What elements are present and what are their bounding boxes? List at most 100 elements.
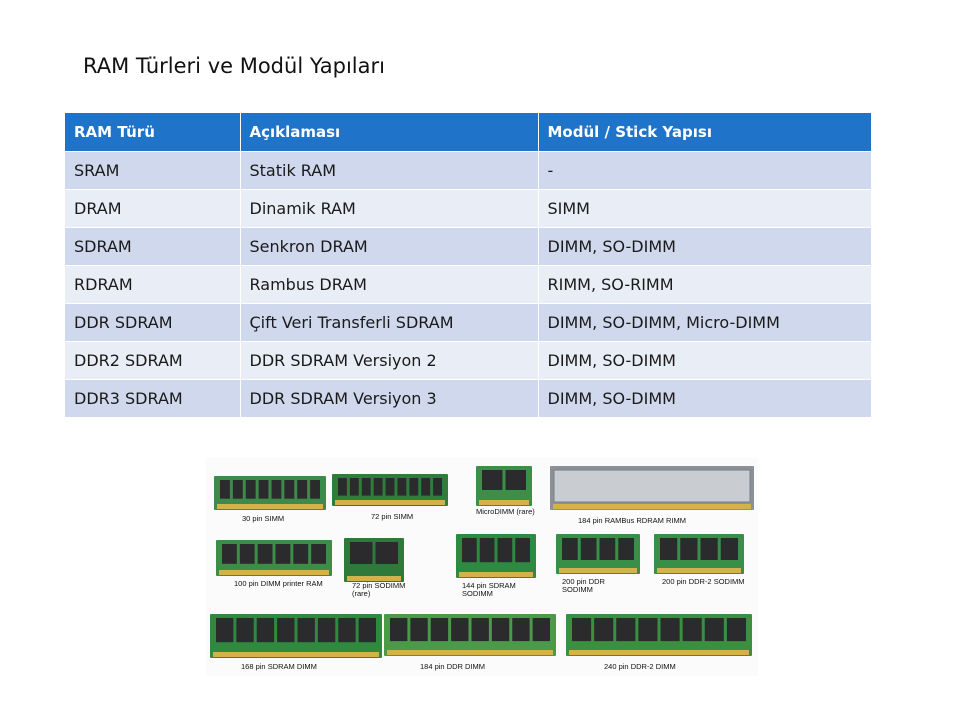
module-label: 72 pin SIMM: [371, 512, 414, 521]
ram-module-image: [332, 474, 448, 506]
memory-chip: [338, 618, 356, 643]
memory-chip: [375, 542, 398, 564]
ram-module-graphic: [216, 540, 332, 576]
header-ram-type: RAM Türü: [65, 113, 241, 151]
memory-chip: [317, 618, 336, 643]
memory-chip: [373, 478, 383, 496]
memory-chip: [361, 478, 371, 496]
ram-module-image: [214, 476, 326, 510]
ram-module-image: [384, 614, 556, 656]
memory-chip: [616, 618, 636, 642]
cell-module: SIMM: [538, 188, 872, 227]
memory-chip: [532, 618, 550, 642]
memory-chip: [297, 618, 315, 643]
cell-description: Rambus DRAM: [240, 264, 539, 303]
memory-chip: [720, 538, 738, 560]
memory-chip: [599, 538, 616, 560]
cell-ram-type: SRAM: [65, 150, 241, 189]
header-module-structure: Modül / Stick Yapısı: [538, 113, 872, 151]
header-description: Açıklaması: [240, 113, 539, 151]
module-label: 30 pin SIMM: [242, 514, 285, 523]
memory-chip: [700, 538, 718, 560]
memory-chip: [515, 538, 530, 563]
ram-module-image: [476, 466, 532, 506]
table-row: SRAM Statik RAM -: [65, 150, 872, 189]
gold-contacts: [459, 572, 533, 577]
memory-chip: [310, 480, 320, 499]
ram-module-graphic: [456, 534, 536, 578]
module-board: [566, 614, 752, 656]
gold-contacts: [347, 576, 401, 581]
cell-description: DDR SDRAM Versiyon 2: [240, 340, 539, 379]
ram-module-graphic: [344, 538, 404, 582]
ram-module-graphic: [566, 614, 752, 656]
memory-chip: [271, 480, 282, 499]
memory-chip: [660, 618, 680, 642]
memory-chip: [482, 470, 503, 490]
cell-module: DIMM, SO-DIMM: [538, 226, 872, 265]
cell-description: Statik RAM: [240, 150, 539, 189]
ram-module-image: [550, 466, 754, 510]
module-label: 200 pin DDR SODIMM: [562, 577, 605, 594]
gold-contacts: [219, 570, 329, 575]
ram-module-image: [216, 540, 332, 576]
module-board: [210, 614, 382, 658]
ram-module-image: [566, 614, 752, 656]
memory-chip: [236, 618, 254, 643]
cell-description: Çift Veri Transferli SDRAM: [240, 302, 539, 341]
module-label: 200 pin DDR-2 SODIMM: [662, 577, 745, 586]
memory-chip: [220, 480, 230, 499]
module-label: 184 pin RAMBus RDRAM RIMM: [578, 516, 686, 525]
ram-module-graphic: [384, 614, 556, 656]
memory-chip: [618, 538, 634, 560]
gold-contacts: [657, 568, 741, 573]
memory-chip: [216, 618, 234, 643]
module-label: 144 pin SDRAM SODIMM: [462, 581, 516, 598]
ram-module-image: [344, 538, 404, 582]
cell-ram-type: DDR2 SDRAM: [65, 340, 241, 379]
table-row: RDRAM Rambus DRAM RIMM, SO-RIMM: [65, 264, 872, 303]
memory-chip: [505, 470, 526, 490]
memory-chip: [284, 480, 295, 499]
memory-chip: [297, 480, 308, 499]
memory-chip: [726, 618, 746, 642]
gold-contacts: [479, 500, 529, 505]
memory-chip: [358, 618, 376, 643]
ram-module-image: [556, 534, 640, 574]
memory-chip: [222, 544, 237, 564]
memory-chip: [660, 538, 678, 560]
memory-chip: [497, 538, 513, 563]
cell-module: DIMM, SO-DIMM, Micro-DIMM: [538, 302, 872, 341]
memory-chip: [311, 544, 326, 564]
memory-chip: [275, 544, 291, 564]
memory-chip: [277, 618, 295, 643]
cell-module: DIMM, SO-DIMM: [538, 378, 872, 417]
memory-chip: [256, 618, 275, 643]
gold-contacts: [387, 650, 553, 655]
memory-chip: [638, 618, 658, 642]
memory-chip: [471, 618, 489, 642]
memory-chip: [293, 544, 309, 564]
memory-chip: [580, 538, 597, 560]
cell-module: DIMM, SO-DIMM: [538, 340, 872, 379]
memory-chip: [682, 618, 702, 642]
module-board: [384, 614, 556, 656]
ram-module-graphic: [332, 474, 448, 506]
cell-module: -: [538, 150, 872, 189]
memory-chip: [512, 618, 530, 642]
table-row: SDRAM Senkron DRAM DIMM, SO-DIMM: [65, 226, 872, 265]
cell-ram-type: DDR3 SDRAM: [65, 378, 241, 417]
memory-chip: [390, 618, 408, 642]
table-row: DRAM Dinamik RAM SIMM: [65, 188, 872, 227]
memory-chip: [562, 538, 578, 560]
cell-description: Dinamik RAM: [240, 188, 539, 227]
memory-chip: [680, 538, 698, 560]
memory-chip: [245, 480, 256, 499]
memory-chip: [385, 478, 395, 496]
ram-module-image: [456, 534, 536, 578]
ram-module-graphic: [476, 466, 532, 506]
memory-chip: [594, 618, 614, 642]
memory-chip: [258, 480, 269, 499]
table-row: DDR SDRAM Çift Veri Transferli SDRAM DIM…: [65, 302, 872, 341]
